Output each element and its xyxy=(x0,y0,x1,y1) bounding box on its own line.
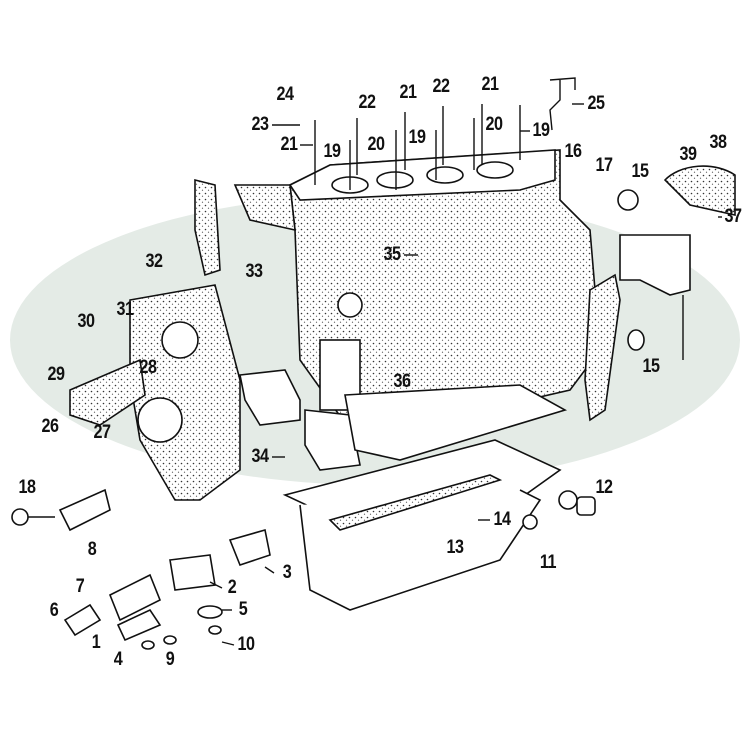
bracket xyxy=(549,77,576,131)
callout-32: 32 xyxy=(145,251,163,272)
callout-31: 31 xyxy=(116,299,134,320)
callout-14: 14 xyxy=(493,509,511,530)
callout-39: 39 xyxy=(679,144,697,165)
callout-3: 3 xyxy=(282,562,292,583)
main-bearing-cap xyxy=(619,234,691,296)
callout-33: 33 xyxy=(245,261,263,282)
callout-24: 24 xyxy=(276,84,294,105)
callout-5: 5 xyxy=(238,599,248,620)
callout-9: 9 xyxy=(165,649,175,670)
callout-11: 11 xyxy=(539,552,557,573)
callout-12: 12 xyxy=(595,477,613,498)
callout-38: 38 xyxy=(709,132,727,153)
callout-20: 20 xyxy=(367,134,385,155)
callout-21: 21 xyxy=(280,134,298,155)
callout-34: 34 xyxy=(251,446,269,467)
seal-housing xyxy=(663,165,736,216)
callout-26: 26 xyxy=(41,416,59,437)
callout-4: 4 xyxy=(113,649,123,670)
callout-15: 15 xyxy=(631,161,649,182)
callout-17: 17 xyxy=(595,155,613,176)
sump-gasket xyxy=(344,384,568,461)
front-mount-bracket xyxy=(58,488,111,532)
callout-21: 21 xyxy=(399,82,417,103)
cylinder-head-studs xyxy=(314,104,521,190)
callout-8: 8 xyxy=(87,539,97,560)
callout-1: 1 xyxy=(91,632,101,653)
callout-6: 6 xyxy=(49,600,59,621)
callout-22: 22 xyxy=(432,76,450,97)
callout-25: 25 xyxy=(587,93,605,114)
callout-21: 21 xyxy=(481,74,499,95)
callout-13: 13 xyxy=(446,537,464,558)
callout-19: 19 xyxy=(323,141,341,162)
engine-block xyxy=(288,149,601,431)
callout-7: 7 xyxy=(75,576,85,597)
drain-washer xyxy=(558,490,578,510)
callout-37: 37 xyxy=(724,206,742,227)
callout-28: 28 xyxy=(139,357,157,378)
callout-36: 36 xyxy=(393,371,411,392)
callout-35: 35 xyxy=(383,244,401,265)
callout-19: 19 xyxy=(408,127,426,148)
mount-bracket xyxy=(194,178,221,277)
callout-30: 30 xyxy=(77,311,95,332)
leader-lines xyxy=(209,103,722,646)
engine-plate xyxy=(69,284,241,501)
callout-15: 15 xyxy=(642,356,660,377)
callout-20: 20 xyxy=(485,114,503,135)
callout-22: 22 xyxy=(358,92,376,113)
callout-10: 10 xyxy=(237,634,255,655)
callout-27: 27 xyxy=(93,422,111,443)
callout-19: 19 xyxy=(532,120,550,141)
callout-16: 16 xyxy=(564,141,582,162)
callout-18: 18 xyxy=(18,477,36,498)
callout-29: 29 xyxy=(47,364,65,385)
callout-2: 2 xyxy=(227,577,237,598)
callout-23: 23 xyxy=(251,114,269,135)
rubber-mount xyxy=(169,554,216,591)
